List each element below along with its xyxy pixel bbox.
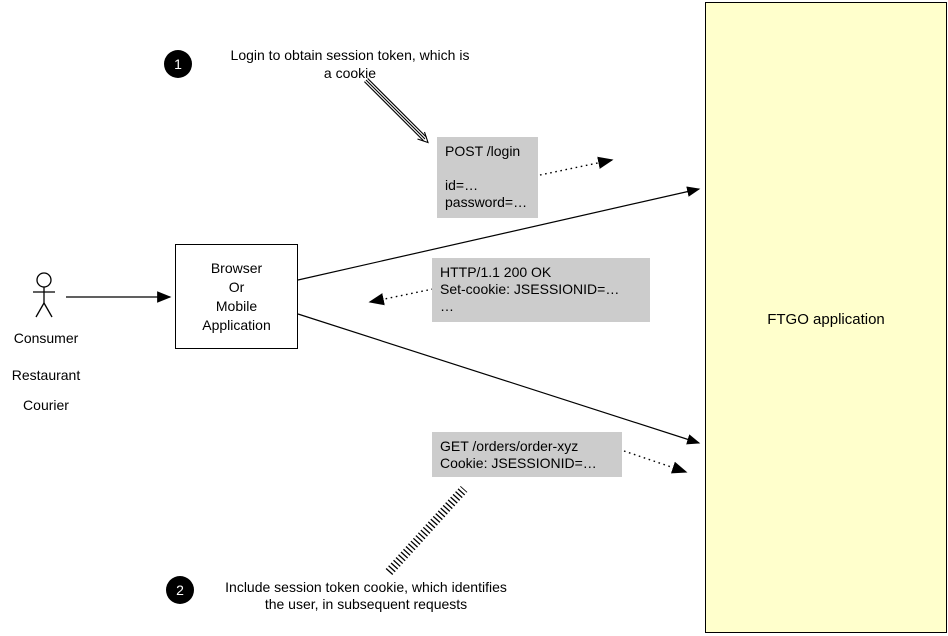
- step1-number: 1: [174, 56, 182, 72]
- get-orders-request-line: GET /orders/order-xyz: [440, 438, 579, 454]
- step1-badge: 1: [164, 50, 192, 78]
- http-response-ellipsis-line: …: [440, 298, 454, 314]
- browser-to-ftgo-login-arrow: [297, 186, 701, 281]
- actor-label-restaurant: Restaurant: [11, 367, 81, 383]
- post-login-request-line: POST /login: [445, 143, 521, 159]
- get-orders-cookie-line: Cookie: JSESSIONID=…: [440, 455, 597, 471]
- browser-box: Browser Or Mobile Application: [175, 244, 298, 349]
- browser-box-line: Or: [228, 278, 245, 295]
- step2-badge: 2: [166, 576, 194, 604]
- browser-box-line: Mobile: [215, 297, 258, 314]
- actor-icon: [33, 272, 55, 318]
- step1-note-line1: Login to obtain session token, which is: [230, 47, 470, 63]
- step2-number: 2: [176, 582, 184, 598]
- step2-note-line1: Include session token cookie, which iden…: [225, 579, 507, 595]
- http-response-setcookie-line: Set-cookie: JSESSIONID=…: [440, 281, 620, 297]
- http-response-status-line: HTTP/1.1 200 OK: [440, 264, 552, 280]
- browser-to-ftgo-request-arrow: [297, 313, 701, 445]
- post-login-message-box: POST /login id=… password=…: [437, 137, 538, 218]
- post-login-dotted-arrow: [539, 156, 614, 176]
- ftgo-application-box: FTGO application: [705, 2, 947, 633]
- get-request-dotted-arrow: [623, 450, 688, 474]
- post-login-id-line: id=…: [445, 177, 479, 193]
- step2-callout-line: [385, 485, 468, 576]
- get-orders-message-box: GET /orders/order-xyz Cookie: JSESSIONID…: [432, 432, 622, 477]
- step1-callout-arrow: [364, 78, 429, 144]
- step1-note-line2: a cookie: [323, 65, 377, 81]
- browser-box-line: Browser: [210, 259, 263, 276]
- step2-note: Include session token cookie, which iden…: [196, 579, 536, 613]
- http-response-message-box: HTTP/1.1 200 OK Set-cookie: JSESSIONID=……: [432, 258, 650, 322]
- browser-box-line: Application: [202, 316, 271, 333]
- step1-note: Login to obtain session token, which is …: [205, 46, 495, 82]
- step2-note-line2: the user, in subsequent requests: [264, 596, 468, 612]
- actor-label-consumer: Consumer: [13, 330, 79, 346]
- post-login-password-line: password=…: [445, 194, 528, 210]
- ftgo-application-label: FTGO application: [767, 311, 885, 328]
- response-dotted-arrow: [368, 288, 434, 306]
- blank-line: [445, 160, 538, 177]
- actor-label-courier: Courier: [23, 397, 69, 413]
